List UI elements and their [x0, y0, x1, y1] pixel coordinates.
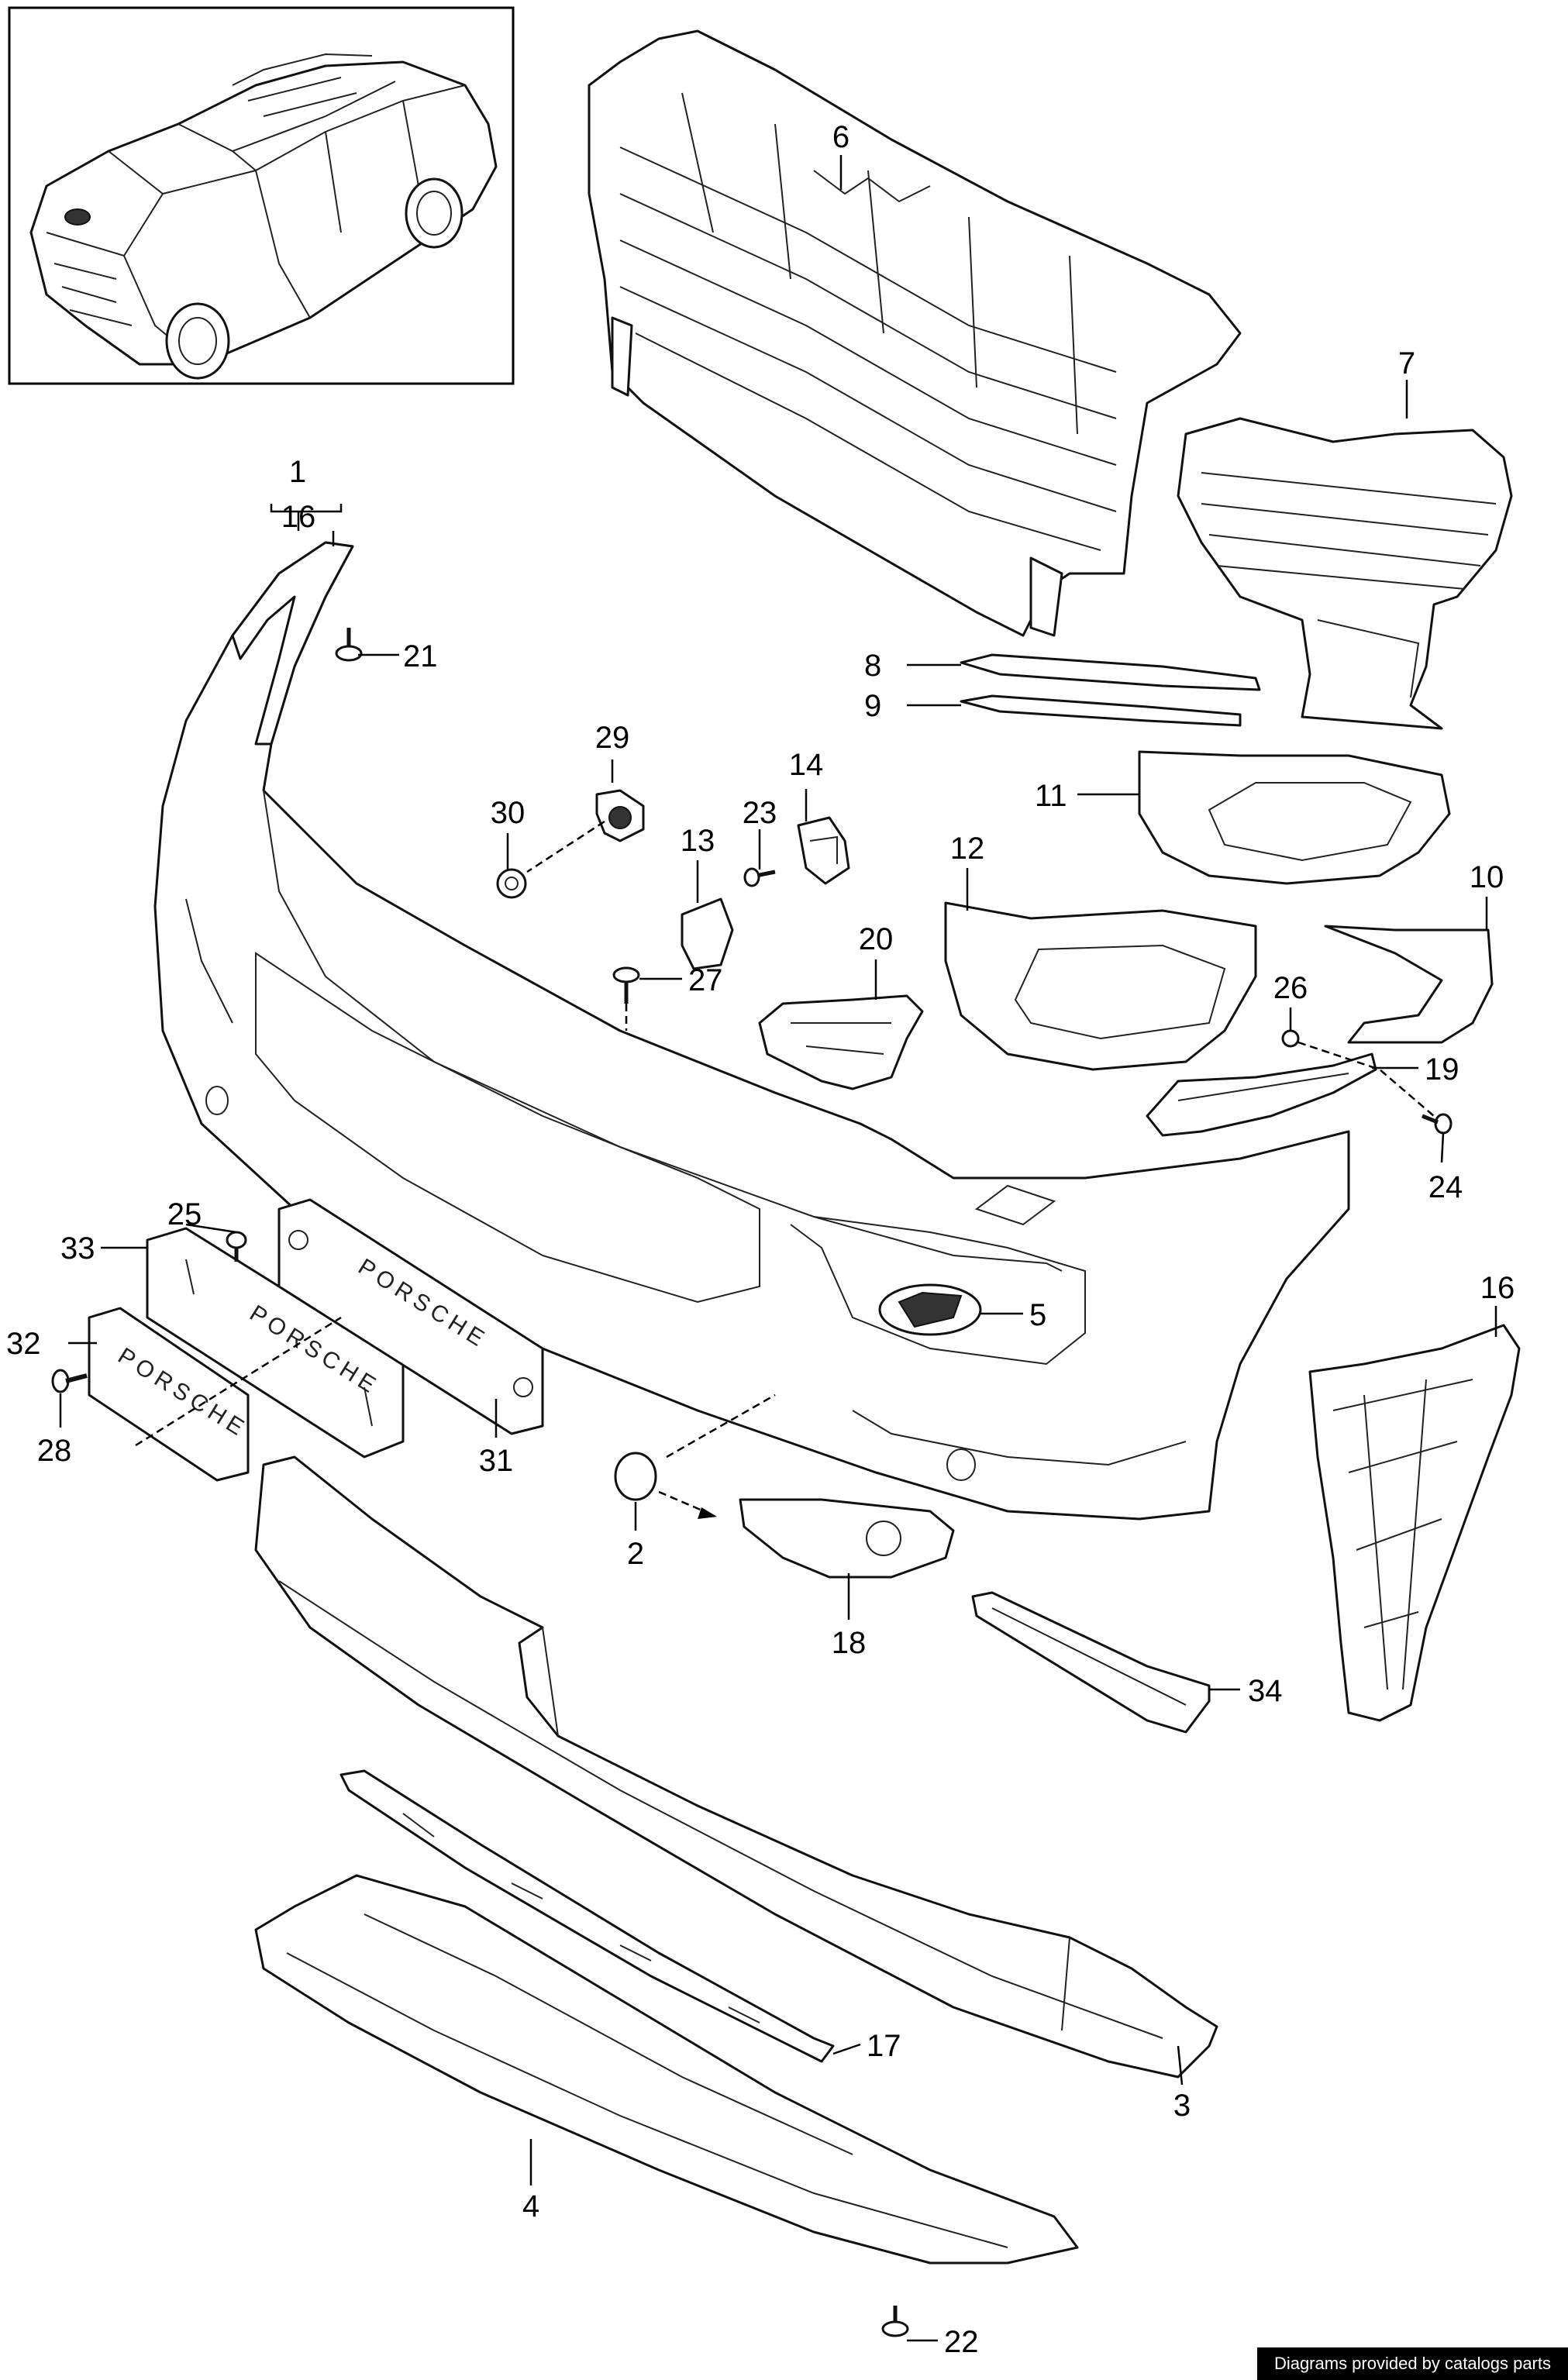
part-29-sensor — [595, 789, 645, 842]
callout-26: 26 — [1273, 971, 1308, 1005]
part-13-bracket — [681, 897, 734, 970]
callout-labels: 1 16 21 6 7 8 9 29 14 11 30 23 13 12 10 … — [6, 120, 1515, 2359]
part-8-trim-strip — [960, 653, 1261, 691]
callout-31: 31 — [479, 1444, 514, 1478]
part-26-clip — [1281, 1029, 1300, 1048]
part-27-screw — [612, 966, 640, 1004]
callout-7: 7 — [1398, 346, 1415, 381]
part-20-bracket — [758, 994, 924, 1090]
credit-badge: Diagrams provided by catalogs parts — [1256, 2347, 1568, 2380]
callout-32: 32 — [6, 1327, 41, 1361]
part-4-underbody-panel — [254, 1874, 1079, 2265]
part-28-screw — [51, 1369, 88, 1393]
callout-27: 27 — [688, 963, 723, 997]
callout-11: 11 — [1035, 779, 1067, 813]
callout-8: 8 — [864, 649, 881, 683]
callout-19: 19 — [1425, 1052, 1459, 1087]
callout-3: 3 — [1173, 2089, 1191, 2123]
part-21-screw — [335, 628, 363, 662]
part-16-upper-bracket — [231, 541, 354, 746]
part-14-clip — [797, 816, 850, 885]
callout-24: 24 — [1428, 1170, 1463, 1204]
part-6-grille-carrier — [588, 29, 1242, 637]
callout-16-side: 16 — [1480, 1271, 1515, 1305]
callout-30: 30 — [491, 796, 526, 830]
callout-33: 33 — [60, 1231, 95, 1266]
callout-34: 34 — [1248, 1674, 1283, 1708]
part-2-tow-cap — [614, 1452, 717, 1519]
part-11-light-frame — [1138, 750, 1451, 885]
callout-21: 21 — [403, 639, 438, 673]
callout-12: 12 — [950, 832, 985, 866]
callout-18: 18 — [832, 1626, 867, 1660]
callout-14: 14 — [789, 748, 824, 782]
callout-13: 13 — [681, 824, 715, 858]
part-17-strip — [339, 1769, 835, 2063]
callout-17: 17 — [867, 2029, 901, 2063]
vehicle-thumbnail — [8, 6, 515, 385]
callout-29: 29 — [595, 721, 630, 755]
part-9-trim-strip — [960, 694, 1242, 727]
callout-25: 25 — [167, 1197, 202, 1231]
callout-6: 6 — [832, 120, 849, 154]
part-30-ring — [496, 868, 527, 899]
part-3-lower-spoiler — [254, 1455, 1218, 2079]
callout-16-upper: 16 — [281, 500, 316, 534]
part-34-strip — [971, 1591, 1211, 1734]
callout-23: 23 — [743, 796, 777, 830]
callout-5: 5 — [1029, 1298, 1046, 1332]
callout-28: 28 — [37, 1434, 72, 1468]
callout-2: 2 — [627, 1537, 644, 1571]
callout-20: 20 — [859, 922, 894, 956]
part-18-fog-frame — [739, 1498, 955, 1579]
part-24-screw — [1422, 1113, 1453, 1135]
callout-1: 1 — [289, 455, 306, 489]
part-22-screw — [881, 2306, 909, 2337]
part-1-bumper-cover — [153, 541, 1350, 1521]
callout-4: 4 — [522, 2189, 539, 2223]
part-10-trim-piece — [1324, 925, 1494, 1044]
callout-22: 22 — [944, 2325, 979, 2359]
leader-lines — [59, 155, 1497, 2342]
part-16-side-bracket — [1308, 1324, 1521, 1722]
part-23-screw — [743, 867, 776, 887]
callout-9: 9 — [864, 689, 881, 723]
part-19-bracket — [1146, 1052, 1377, 1137]
callout-10: 10 — [1470, 860, 1504, 894]
part-12-light-frame — [944, 901, 1257, 1071]
part-7-side-grille — [1177, 417, 1513, 730]
